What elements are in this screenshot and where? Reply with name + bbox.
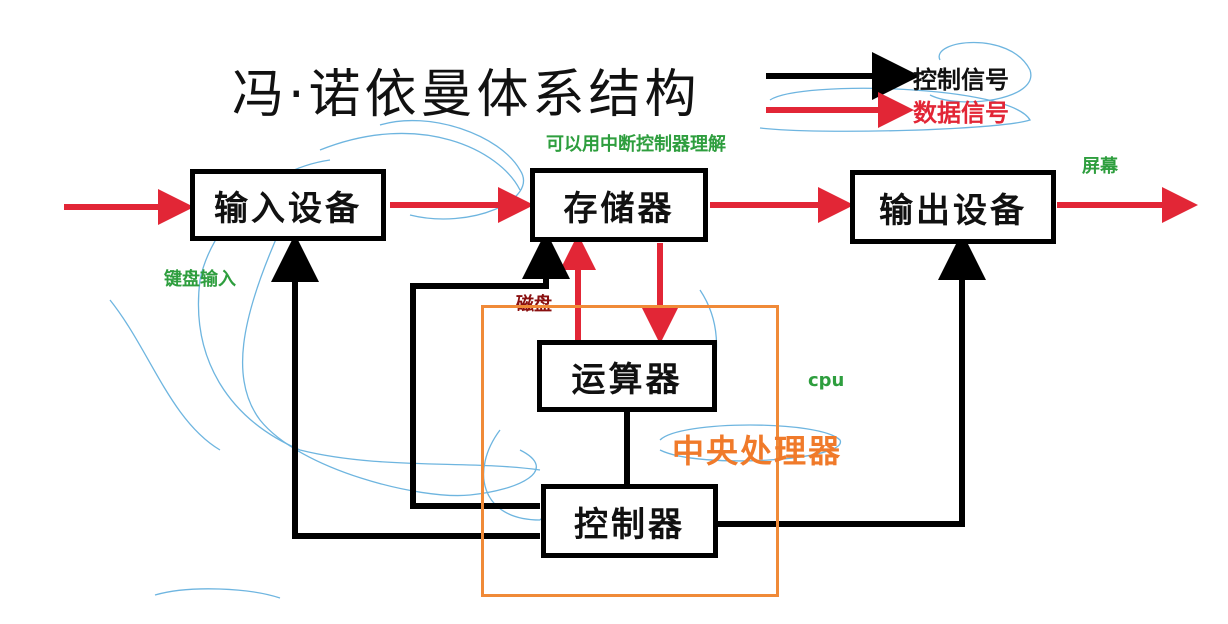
control-line-to-output (716, 232, 986, 527)
output-device-label: 输出设备 (879, 190, 1027, 231)
cpu-note: cpu (808, 370, 845, 391)
keyboard-note: 键盘输入 (164, 269, 236, 290)
memory-label: 存储器 (563, 188, 675, 229)
disk-note: 磁盘 (516, 294, 552, 315)
legend-control-label: 控制信号 (913, 66, 1009, 94)
alu-label: 运算器 (571, 359, 683, 400)
screen-note: 屏幕 (1082, 156, 1118, 177)
legend-data-label: 数据信号 (913, 99, 1009, 127)
cpu-frame (481, 305, 779, 597)
input-device-label: 输入设备 (214, 188, 362, 229)
interrupt-note: 可以用中断控制器理解 (546, 134, 726, 155)
cpu-chinese-label: 中央处理器 (672, 432, 843, 470)
alu-box: 运算器 (537, 340, 717, 412)
controller-box: 控制器 (541, 484, 718, 558)
memory-box: 存储器 (530, 168, 708, 242)
control-line-to-input (271, 234, 540, 539)
controller-label: 控制器 (574, 504, 685, 545)
input-device-box: 输入设备 (190, 169, 386, 241)
output-device-box: 输出设备 (850, 170, 1056, 244)
control-line-to-memory (410, 231, 570, 509)
page-title: 冯·诺依曼体系结构 (232, 65, 701, 125)
